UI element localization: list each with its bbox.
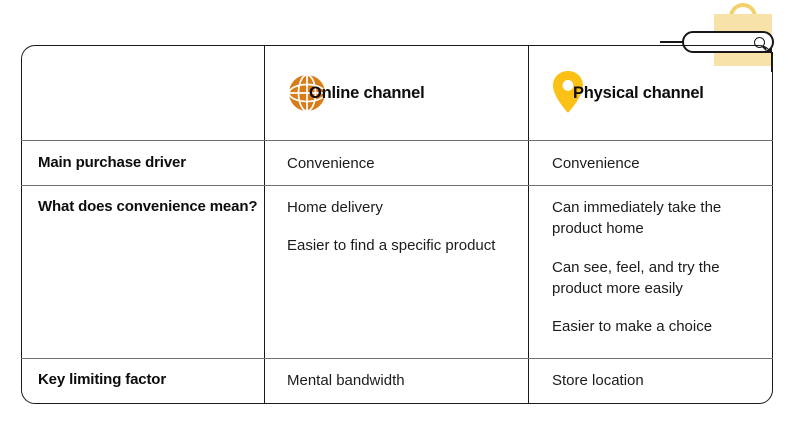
- table-cell-online: Home delivery Easier to find a specific …: [287, 197, 517, 257]
- column-divider-1: [264, 45, 266, 404]
- table-header-physical: Physical channel: [528, 45, 773, 140]
- search-bar-tail: [660, 41, 684, 43]
- comparison-table: Online channel Physical channel Main pur…: [21, 45, 773, 404]
- cell-line: Easier to find a specific product: [287, 237, 496, 255]
- table-row-label: Key limiting factor: [38, 371, 167, 388]
- cell-line: Store location: [552, 372, 644, 389]
- table-cell-physical: Can immediately take the product home Ca…: [552, 197, 770, 337]
- cell-line: Can immediately take the product home: [552, 199, 722, 238]
- table-cell-online: Mental bandwidth: [287, 370, 522, 391]
- graphic-stem: [771, 52, 773, 72]
- table-cell-physical: Convenience: [552, 153, 767, 174]
- table-header-online-label: Online channel: [309, 83, 425, 102]
- row-divider-1: [21, 185, 773, 187]
- search-bar: [682, 31, 774, 53]
- table-header-online: Online channel: [264, 45, 528, 140]
- table-cell-online: Convenience: [287, 153, 522, 174]
- map-pin-icon: [551, 69, 585, 115]
- table-row-label: What does convenience mean?: [38, 198, 258, 215]
- comparison-table-frame: [21, 45, 773, 404]
- cell-line: Mental bandwidth: [287, 372, 405, 389]
- table-cell-physical: Store location: [552, 370, 767, 391]
- table-row-label: Main purchase driver: [38, 154, 186, 171]
- cell-line: Convenience: [287, 155, 375, 172]
- column-divider-2: [528, 45, 530, 404]
- cell-line: Home delivery: [287, 199, 383, 216]
- shopping-search-graphic: [660, 0, 794, 72]
- cell-line: Can see, feel, and try the product more …: [552, 258, 720, 297]
- table-gridlines: [21, 45, 773, 404]
- globe-icon: [287, 73, 327, 113]
- cell-line: Convenience: [552, 155, 640, 172]
- row-divider-2: [21, 358, 773, 360]
- cell-line: Easier to make a choice: [552, 318, 713, 336]
- row-divider-header: [21, 140, 773, 142]
- table-header-physical-label: Physical channel: [573, 83, 704, 102]
